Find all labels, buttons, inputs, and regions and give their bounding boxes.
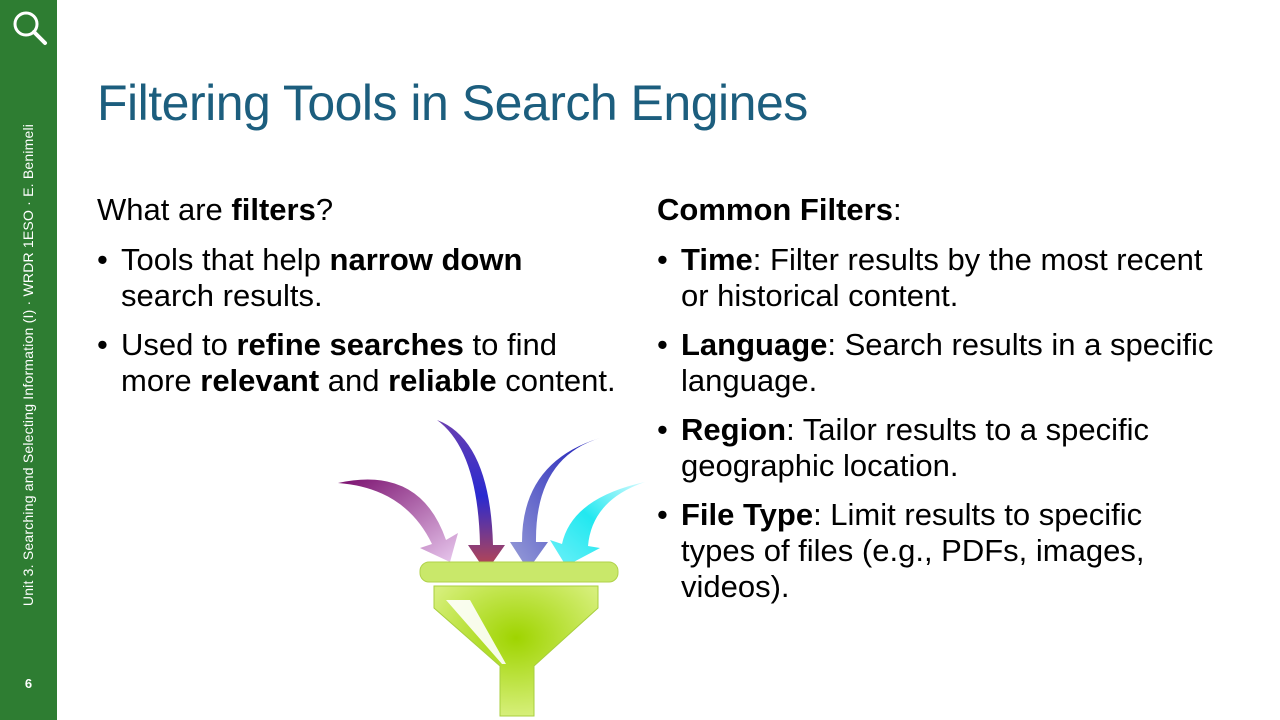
sidebar: Unit 3. Searching and Selecting Informat… — [0, 0, 57, 720]
filter-item-time: Time: Filter results by the most recent … — [657, 242, 1217, 314]
filters-list: Time: Filter results by the most recent … — [657, 242, 1217, 605]
left-column: What are filters? Tools that help narrow… — [97, 192, 617, 412]
left-bullet-list: Tools that help narrow down search resul… — [97, 242, 617, 399]
footer-text: Unit 3. Searching and Selecting Informat… — [20, 123, 36, 607]
right-column: Common Filters: Time: Filter results by … — [657, 192, 1217, 618]
filter-item-language: Language: Search results in a specific l… — [657, 327, 1217, 399]
funnel-highlight — [446, 600, 506, 664]
left-heading: What are filters? — [97, 192, 334, 227]
funnel-illustration — [338, 420, 645, 717]
filter-item-region: Region: Tailor results to a specific geo… — [657, 412, 1217, 484]
arrow-cyan — [550, 482, 645, 566]
list-item: Tools that help narrow down search resul… — [97, 242, 617, 314]
filter-item-file-type: File Type: Limit results to specific typ… — [657, 497, 1217, 605]
right-heading: Common Filters: — [657, 192, 902, 227]
arrow-blue — [437, 420, 505, 572]
page-number: 6 — [24, 676, 33, 691]
arrow-indigo — [510, 438, 600, 570]
arrow-purple — [338, 479, 458, 562]
funnel-rim — [419, 561, 619, 583]
search-icon — [13, 11, 47, 45]
list-item: Used to refine searches to find more rel… — [97, 327, 617, 399]
slide-title: Filtering Tools in Search Engines — [97, 75, 808, 131]
